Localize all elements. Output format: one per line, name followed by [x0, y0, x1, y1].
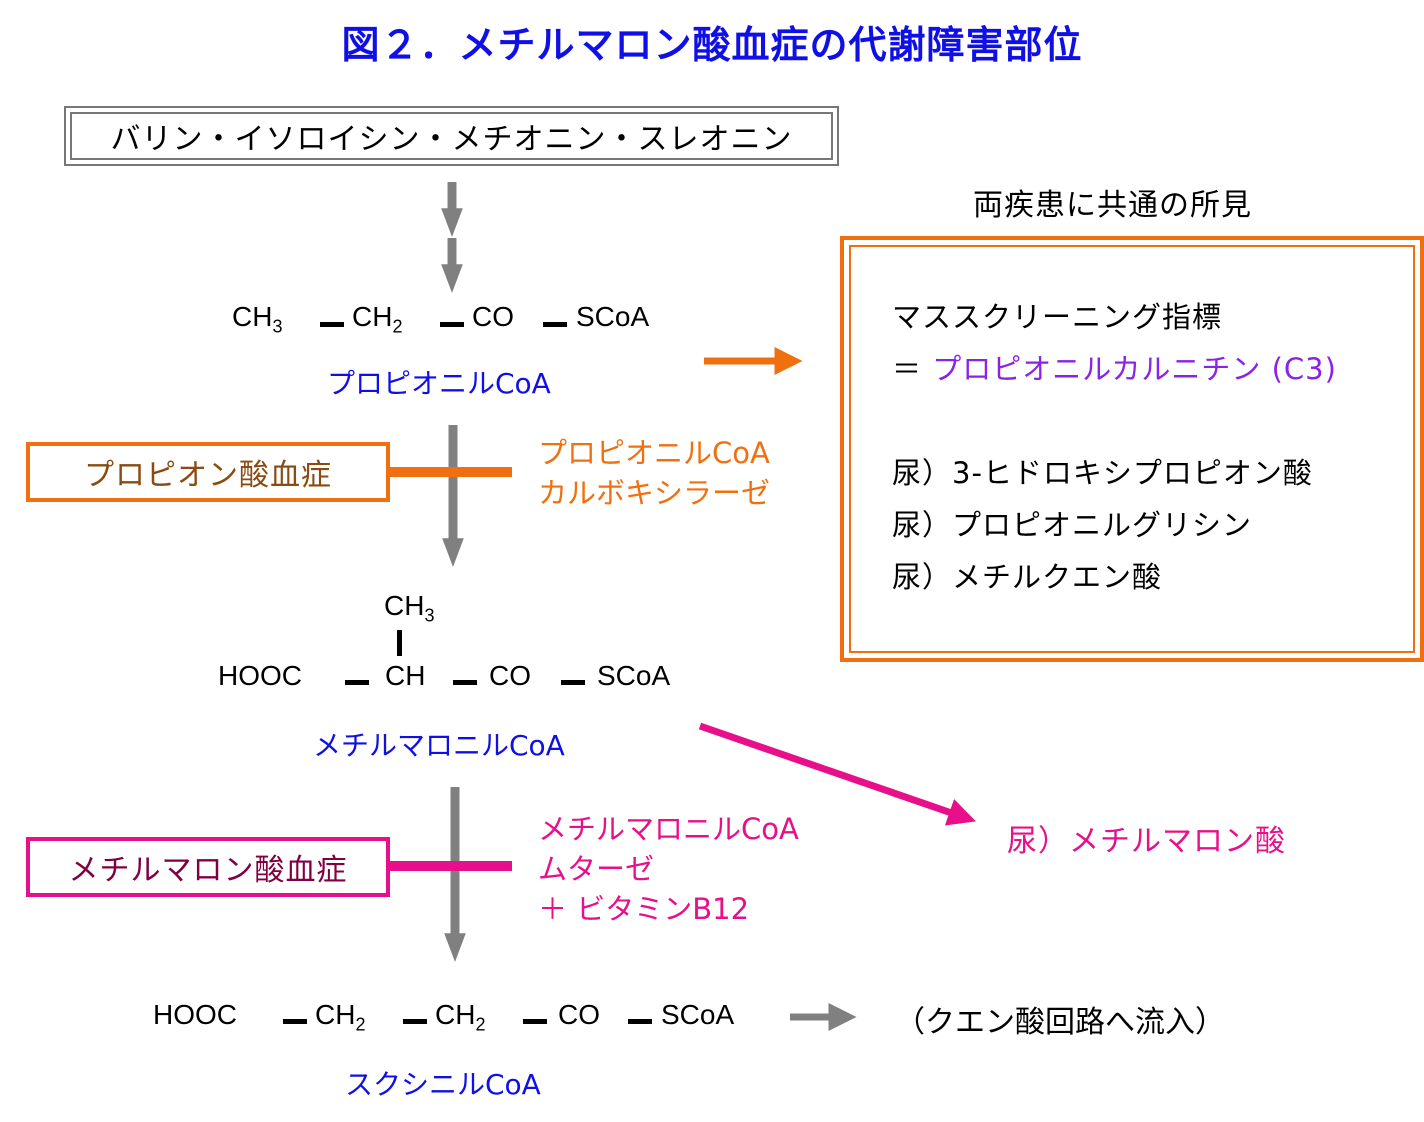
propionyl-formula-ch2: CH2	[352, 301, 403, 337]
propionyl-formula-co: CO	[472, 301, 514, 332]
succinyl-formula-co: CO	[558, 999, 600, 1030]
methylmalonyl-formula-hooc: HOOC	[218, 660, 302, 691]
screening-label: マススクリーニング指標	[892, 300, 1223, 334]
methylmalonic-acidemia-box: メチルマロン酸血症	[26, 837, 390, 897]
bond	[320, 322, 344, 327]
common-findings-heading: 両疾患に共通の所見	[973, 188, 1252, 223]
propionyl-coa-name: プロピオニルCoA	[327, 367, 551, 400]
urine-finding-item: 尿）プロピオニルグリシン	[892, 508, 1253, 542]
figure-title: 図２．メチルマロン酸血症の代謝障害部位	[341, 23, 1083, 67]
bond	[543, 322, 567, 327]
bond	[440, 322, 464, 327]
propionyl-formula-scoa: SCoA	[576, 301, 650, 332]
propionyl-formula-ch3: CH3	[232, 301, 283, 337]
propionyl-carboxylase-label: プロピオニルCoA カルボキシラーゼ	[538, 433, 770, 513]
pink-arrow-urine	[698, 722, 976, 826]
enzyme-line: メチルマロニルCoA	[538, 812, 799, 846]
succinyl-formula-ch2b: CH2	[435, 999, 486, 1035]
methylmalonyl-formula-scoa: SCoA	[597, 660, 671, 691]
propionic-acidemia-box: プロピオン酸血症	[26, 442, 390, 502]
enzyme-line: ムターゼ	[538, 852, 655, 886]
enzyme-line: プロピオニルCoA	[538, 436, 770, 470]
bond	[403, 1019, 427, 1024]
methylmalonyl-formula-ch: CH	[385, 660, 426, 691]
methylmalonyl-branch-ch3: CH3	[384, 590, 435, 626]
propionylcarnitine-c3: プロピオニルカルニチン (C3)	[932, 352, 1337, 386]
bond	[283, 1019, 307, 1024]
urine-finding-item: 尿）3-ヒドロキシプロピオン酸	[892, 456, 1313, 490]
equals-sign: ＝	[892, 352, 933, 386]
common-findings-box	[840, 236, 1424, 662]
vertical-bond	[397, 630, 402, 656]
urine-finding-item: 尿）メチルクエン酸	[892, 560, 1163, 594]
amino-acid-source-box: バリン・イソロイシン・メチオニン・スレオニン	[64, 106, 839, 166]
screening-value-line: ＝ プロピオニルカルニチン (C3)	[892, 346, 1337, 388]
enzyme-line: ＋ ビタミンB12	[538, 892, 750, 926]
mutase-label: メチルマロニルCoA ムターゼ ＋ ビタミンB12	[538, 809, 799, 929]
bond	[561, 680, 585, 685]
amino-acid-source-label: バリン・イソロイシン・メチオニン・スレオニン	[70, 112, 833, 160]
methylmalonyl-coa-name: メチルマロニルCoA	[313, 729, 565, 762]
common-findings-inner	[849, 245, 1415, 653]
succinyl-coa-name: スクシニルCoA	[345, 1068, 541, 1101]
methylmalonyl-formula-co: CO	[489, 660, 531, 691]
bond	[628, 1019, 652, 1024]
enzyme-line: カルボキシラーゼ	[538, 476, 771, 510]
bond	[523, 1019, 547, 1024]
tca-cycle-destination: （クエン酸回路へ流入）	[895, 1005, 1225, 1040]
bond	[345, 680, 369, 685]
succinyl-formula-scoa: SCoA	[661, 999, 735, 1030]
succinyl-formula-ch2a: CH2	[315, 999, 366, 1035]
succinyl-formula-hooc: HOOC	[153, 999, 237, 1030]
urine-methylmalonic-acid: 尿）メチルマロン酸	[1007, 824, 1286, 859]
bond	[453, 680, 477, 685]
